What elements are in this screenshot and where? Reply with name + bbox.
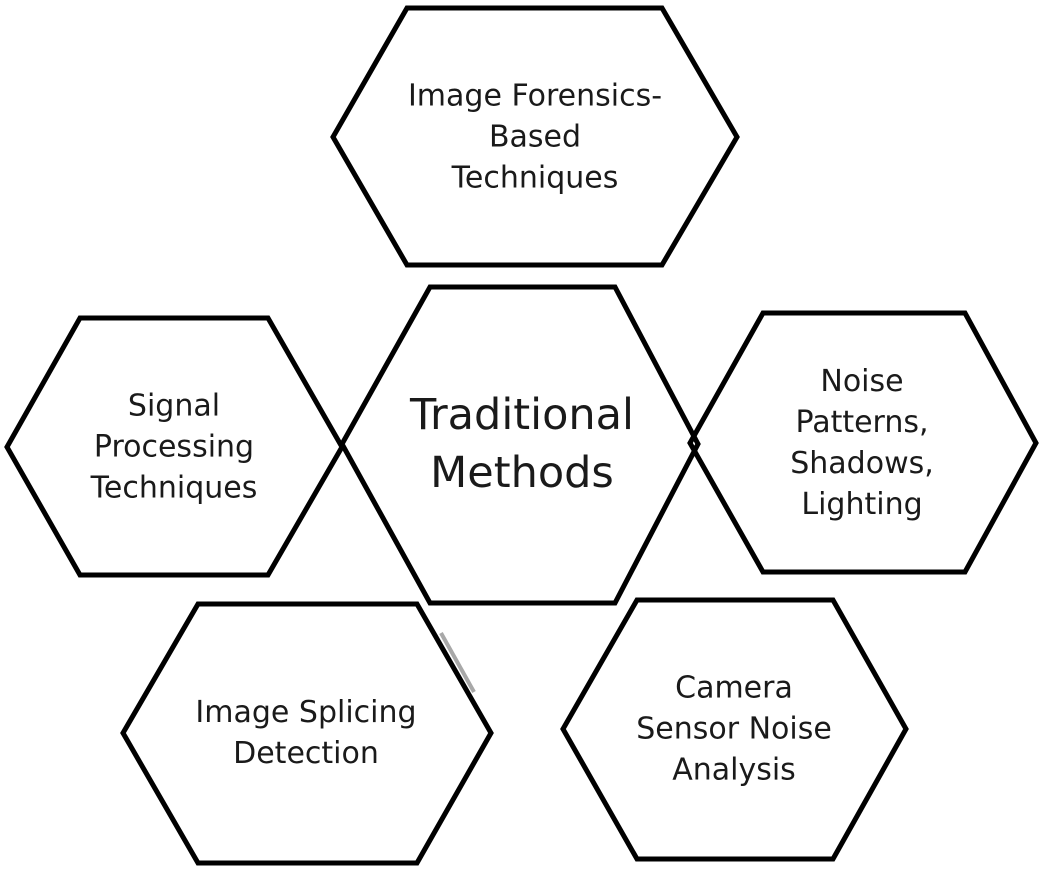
label-traditional-methods: Traditional Methods [410,390,634,498]
hexagon-signal-processing [4,315,345,578]
hexagon-traditional-methods [339,284,701,606]
hexagon-image-splicing [120,601,494,866]
decorative-gray-stroke [439,632,476,693]
label-image-splicing: Image Splicing Detection [195,695,417,771]
hexagon-image-forensics [330,5,740,268]
label-signal-processing: Signal Processing Techniques [90,388,258,506]
hexagon-camera-sensor [560,597,909,862]
label-noise-patterns: Noise Patterns, Shadows, Lighting [790,364,934,522]
hexagon-noise-patterns [687,310,1039,575]
label-image-forensics: Image Forensics- Based Techniques [407,78,663,196]
label-camera-sensor: Camera Sensor Noise Analysis [636,670,832,788]
